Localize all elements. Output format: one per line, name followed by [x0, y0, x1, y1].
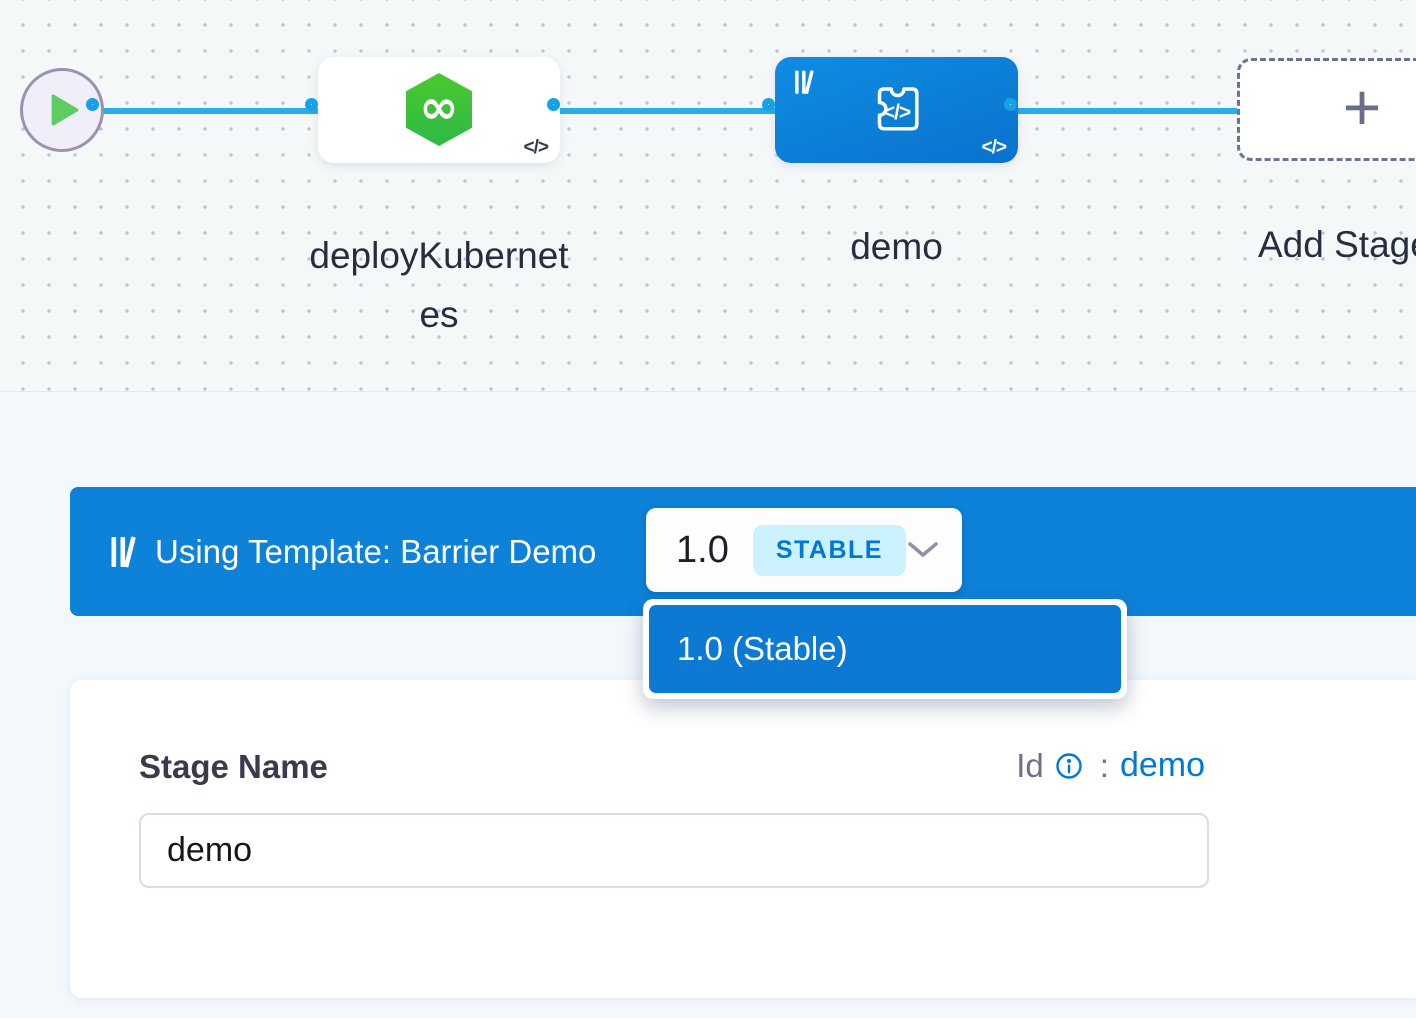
id-separator: :	[1099, 746, 1109, 784]
connector-port	[547, 98, 560, 111]
stage-label-demo: demo	[850, 226, 943, 267]
connector-port	[305, 98, 318, 111]
id-label: Id	[1016, 746, 1044, 784]
stage-node-demo[interactable]: </> </>	[775, 57, 1018, 163]
stage-id-value: demo	[1119, 746, 1205, 784]
version-option-stable[interactable]: 1.0 (Stable)	[649, 605, 1121, 693]
pipeline-canvas[interactable]: ∞ </> </> </> + deployKubernetes demo Ad…	[0, 0, 1416, 392]
connector-port	[762, 98, 775, 111]
version-number: 1.0	[676, 528, 729, 571]
code-view-icon[interactable]: </>	[981, 137, 1008, 158]
stage-label-deploykubernetes: deployKubernetes	[309, 235, 569, 335]
edge-stage1-to-stage2	[559, 108, 776, 114]
template-library-icon	[111, 536, 136, 567]
template-version-selector[interactable]: 1.0 STABLE	[646, 508, 962, 592]
connector-port	[1004, 98, 1017, 111]
add-stage-label: Add Stage	[1258, 224, 1416, 265]
template-library-icon	[795, 70, 814, 95]
edge-start-to-stage1	[99, 108, 319, 114]
using-template-label: Using Template: Barrier Demo	[155, 532, 597, 570]
custom-stage-icon	[877, 87, 919, 131]
add-stage-button[interactable]: +	[1237, 58, 1416, 161]
infinity-icon: ∞	[419, 80, 459, 135]
stage-node-deploykubernetes[interactable]: ∞ </>	[318, 57, 560, 163]
stable-badge: STABLE	[752, 524, 906, 576]
stage-name-input[interactable]	[139, 813, 1209, 888]
edge-stage2-to-add	[1016, 108, 1241, 114]
connector-port	[86, 98, 99, 111]
harness-deployment-hexagon-icon: ∞	[406, 73, 472, 146]
version-dropdown-menu: 1.0 (Stable)	[643, 599, 1127, 699]
stage-name-label: Stage Name	[139, 748, 328, 785]
chevron-down-icon	[908, 542, 938, 557]
stage-id-row: Id : demo	[1016, 746, 1205, 785]
play-icon	[51, 94, 79, 126]
stage-overview-card: Stage Name Id : demo	[70, 680, 1416, 998]
code-view-icon[interactable]: </>	[523, 137, 550, 158]
custom-stage-code-glyph: </>	[882, 100, 911, 124]
info-icon[interactable]	[1055, 752, 1083, 780]
